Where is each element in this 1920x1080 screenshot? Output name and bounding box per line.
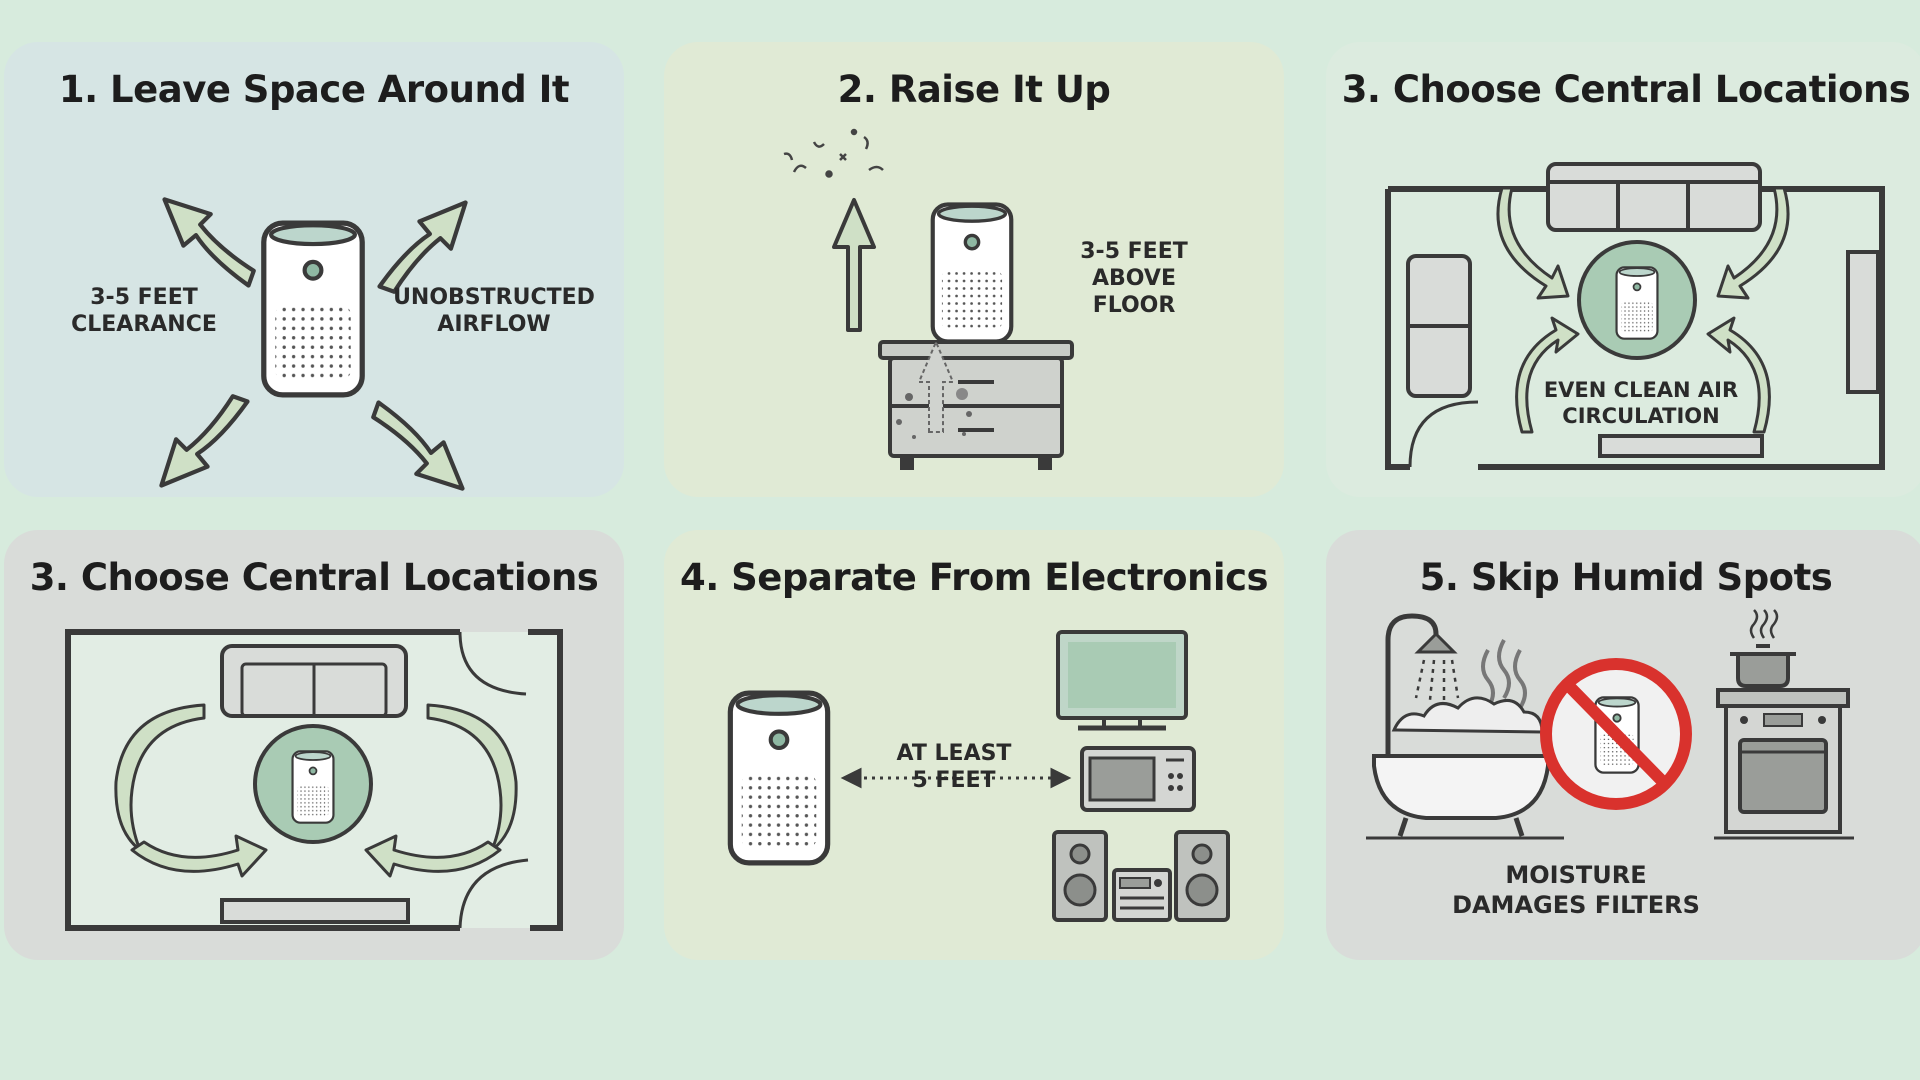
card-title: 4. Separate From Electronics <box>679 556 1269 599</box>
clearance-label: 3-5 FEET CLEARANCE <box>71 285 217 337</box>
air-purifier-icon <box>291 750 335 824</box>
tip-card-separate-electronics: 4. Separate From Electronics <box>664 530 1284 960</box>
armchair-icon <box>1406 254 1472 398</box>
card-title: 3. Choose Central Locations <box>29 556 599 599</box>
stereo-icon <box>1112 868 1172 922</box>
card-title: 1. Leave Space Around It <box>58 68 570 111</box>
room-floorplan-illustration <box>1385 162 1885 470</box>
card-title: 2. Raise It Up <box>837 68 1111 111</box>
moisture-label: MOISTURE DAMAGES FILTERS <box>1452 861 1700 919</box>
circulation-arrows-icon <box>114 703 518 878</box>
arrow-up-left-icon <box>165 199 254 285</box>
tip-card-central-locations-a: 3. Choose Central Locations <box>1326 42 1920 497</box>
steam-icon <box>1481 639 1527 710</box>
height-label: 3-5 FEET ABOVE FLOOR <box>1080 239 1188 318</box>
circulation-label: EVEN CLEAN AIR CIRCULATION <box>1543 378 1739 428</box>
card-title: 3. Choose Central Locations <box>1341 68 1911 111</box>
tv-stand-icon <box>1598 250 1880 458</box>
air-purifier-icon <box>1615 266 1659 340</box>
air-purifier-icon <box>730 693 827 863</box>
arrow-down-right-icon <box>373 403 462 489</box>
clearance-illustration <box>4 42 624 497</box>
distance-label: AT LEAST 5 FEET <box>896 741 1012 793</box>
airflow-label: UNOBSTRUCTED AIRFLOW <box>393 285 595 337</box>
tip-card-central-locations-b: 3. Choose Central Locations <box>4 530 624 960</box>
stove-icon <box>1714 688 1854 840</box>
speaker-icon <box>1174 830 1230 922</box>
pot-icon <box>1730 609 1796 688</box>
bathtub-icon <box>1366 696 1564 840</box>
air-purifier-icon <box>933 205 1012 342</box>
speaker-icon <box>1052 830 1108 922</box>
tv-stand-icon <box>220 898 410 924</box>
tip-card-skip-humid-spots: 5. Skip Humid Spots <box>1326 530 1920 960</box>
shower-icon <box>1385 613 1460 758</box>
microwave-icon <box>1080 746 1196 812</box>
cabinet-icon <box>878 340 1074 470</box>
tv-icon <box>1056 630 1188 731</box>
room-floorplan-illustration <box>65 629 563 931</box>
circulation-arrows-icon <box>1496 186 1790 434</box>
particles-icon <box>783 128 884 178</box>
raise-illustration <box>783 128 1074 470</box>
tip-card-leave-space: 1. Leave Space Around It 3-5 FEET CLEARA… <box>4 42 624 497</box>
up-arrow-icon <box>832 198 876 332</box>
sofa-icon <box>1546 162 1762 232</box>
distance-arrow <box>840 767 1072 789</box>
air-purifier-icon <box>264 223 362 395</box>
no-symbol-icon <box>1540 658 1692 810</box>
room-walls <box>65 629 563 931</box>
electronics-distance-illustration <box>664 630 1230 922</box>
humid-spots-illustration <box>1366 609 1854 840</box>
arrow-up-right-icon <box>380 203 466 292</box>
rising-dust-icon <box>896 339 972 439</box>
tip-card-raise-it-up: 2. Raise It Up 3-5 FEET ABOVE FLOOR <box>664 42 1284 497</box>
arrow-down-left-icon <box>161 396 247 485</box>
card-title: 5. Skip Humid Spots <box>1419 556 1833 599</box>
sofa-icon <box>220 644 408 718</box>
